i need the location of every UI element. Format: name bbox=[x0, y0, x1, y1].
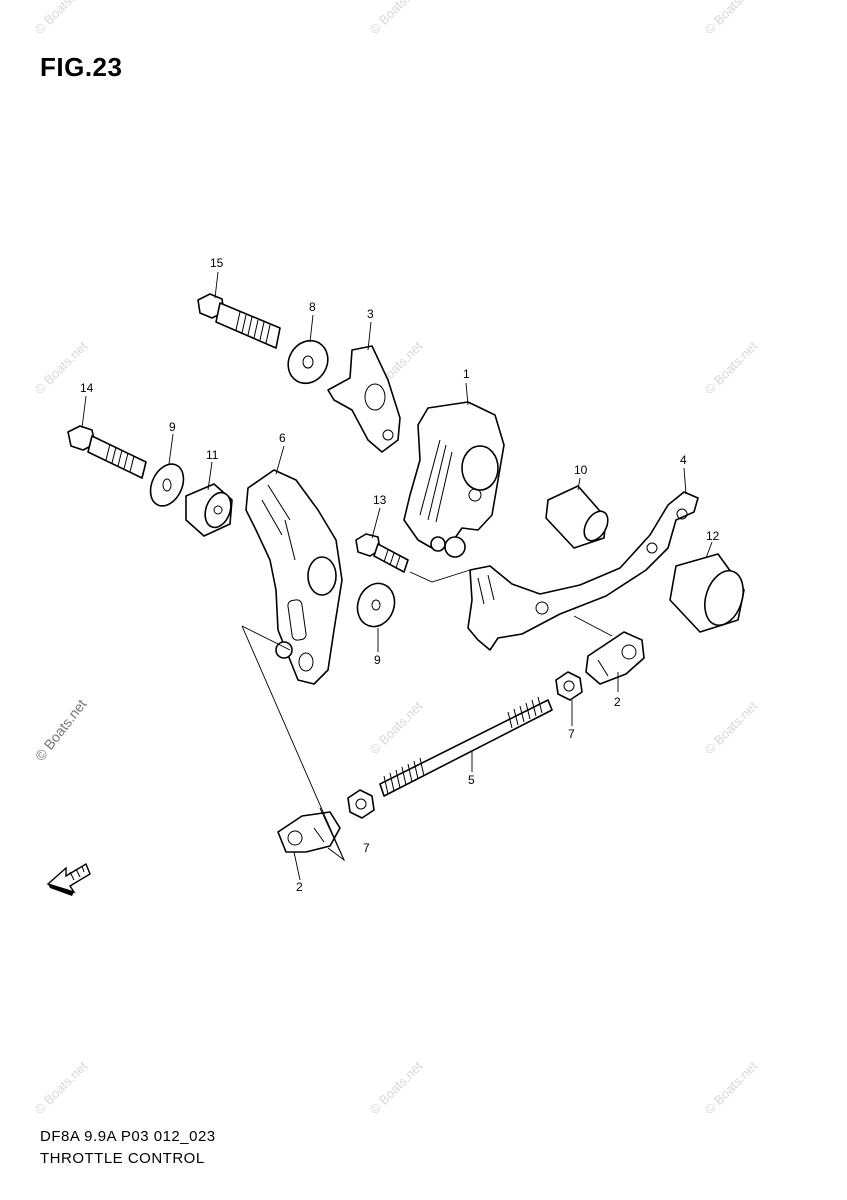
callout-14: 14 bbox=[80, 381, 94, 395]
part-9-washer-lower bbox=[356, 582, 396, 628]
callout-4: 4 bbox=[680, 453, 687, 467]
part-14-bolt bbox=[67, 425, 147, 479]
part-7-nut-right bbox=[555, 671, 583, 701]
callout-5: 5 bbox=[468, 773, 475, 787]
watermark: © Boats.net bbox=[702, 0, 761, 37]
part-6-arm-lever bbox=[245, 469, 343, 685]
watermark: © Boats.net bbox=[367, 698, 426, 757]
callout-7-right: 7 bbox=[568, 727, 575, 741]
fwd-arrow-icon bbox=[46, 862, 91, 896]
part-4-link-bar bbox=[467, 491, 699, 651]
callout-12: 12 bbox=[706, 529, 720, 543]
callout-10: 10 bbox=[574, 463, 588, 477]
part-10-collar bbox=[545, 485, 609, 549]
callout-8: 8 bbox=[309, 300, 316, 314]
diagram-title: THROTTLE CONTROL bbox=[40, 1150, 205, 1167]
leader-lines bbox=[81, 271, 713, 881]
callout-11: 11 bbox=[206, 448, 219, 462]
callout-9-upper: 9 bbox=[169, 420, 176, 434]
watermark: © Boats.net bbox=[32, 0, 91, 37]
part-13-bolt bbox=[355, 533, 409, 573]
part-2-rod-end-right bbox=[585, 631, 645, 685]
callout-13: 13 bbox=[373, 493, 387, 507]
part-9-washer-upper bbox=[149, 463, 185, 507]
part-7-nut-left bbox=[347, 789, 375, 819]
watermark: © Boats.net bbox=[32, 696, 90, 764]
callout-2-left: 2 bbox=[296, 880, 303, 894]
callout-6: 6 bbox=[279, 431, 286, 445]
callout-7-left: 7 bbox=[363, 841, 370, 855]
watermark: © Boats.net bbox=[367, 0, 426, 37]
part-2-rod-end-left bbox=[277, 811, 341, 853]
watermark: © Boats.net bbox=[32, 1058, 91, 1117]
callout-2-right: 2 bbox=[614, 695, 621, 709]
part-5-threaded-rod bbox=[379, 696, 553, 797]
part-3-bracket bbox=[327, 345, 401, 453]
part-11-collar bbox=[185, 483, 233, 537]
diagram-code: DF8A 9.9A P03 012_023 bbox=[40, 1128, 216, 1145]
callout-3: 3 bbox=[367, 307, 374, 321]
callout-labels: 15 8 3 1 14 9 11 6 10 4 12 13 9 2 7 5 7 … bbox=[80, 256, 720, 894]
watermark: © Boats.net bbox=[702, 698, 761, 757]
part-12-collar bbox=[669, 553, 745, 633]
figure-title: FIG.23 bbox=[40, 52, 123, 82]
part-8-washer bbox=[287, 339, 329, 385]
callout-9-lower: 9 bbox=[374, 653, 381, 667]
watermark: © Boats.net bbox=[702, 1058, 761, 1117]
part-1-lever bbox=[403, 401, 505, 558]
watermark: © Boats.net bbox=[702, 338, 761, 397]
callout-15: 15 bbox=[210, 256, 224, 270]
part-15-bolt bbox=[197, 293, 281, 349]
watermark: © Boats.net bbox=[367, 1058, 426, 1117]
callout-1: 1 bbox=[463, 367, 470, 381]
